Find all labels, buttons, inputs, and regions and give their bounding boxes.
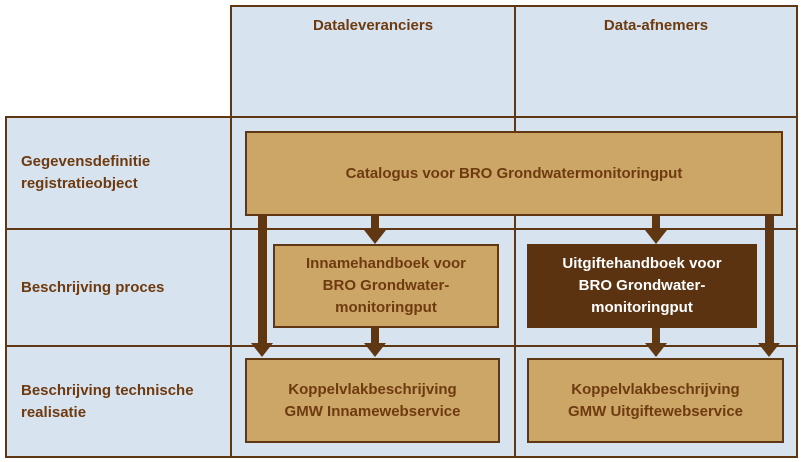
row-label-line: Gegevensdefinitie <box>21 153 151 170</box>
arrow-shaft <box>652 327 660 344</box>
box-innamehandboek: Innamehandboek voor BRO Grondwater- moni… <box>273 244 499 328</box>
row-label-line: registratieobject <box>21 175 138 192</box>
row-label-line: Beschrijving proces <box>21 278 165 296</box>
column-header-label: Dataleveranciers <box>312 17 434 34</box>
column-header-data-afnemers: Data-afnemers <box>514 5 798 118</box>
box-uitgiftehandboek: Uitgiftehandboek voor BRO Grondwater- mo… <box>527 244 757 328</box>
row-label-line: realisatie <box>21 403 87 421</box>
box-label-line: Koppelvlakbeschrijving <box>571 380 740 398</box>
box-label-line: Innamehandboek voor <box>305 255 467 272</box>
box-label-line: monitoringput <box>335 299 437 316</box>
row-label-line: Beschrijving technische <box>21 381 194 399</box>
arrow-head <box>251 343 273 357</box>
arrow-shaft <box>371 215 379 231</box>
box-koppelvlak-inname: Koppelvlakbeschrijving GMW Innamewebserv… <box>245 358 500 443</box>
box-label-line: BRO Grondwater- <box>578 277 706 294</box>
box-label-line: GMW Uitgiftewebservice <box>567 402 744 420</box>
box-label-line: monitoringput <box>591 299 693 316</box>
row-label-gegevensdefinitie-registratieobject: Gegevensdefinitie registratieobject <box>5 116 232 230</box>
row-label-beschrijving-technische-realisatie: Beschrijving technische realisatie <box>5 345 232 458</box>
column-header-dataleveranciers: Dataleveranciers <box>230 5 516 118</box>
arrow-shaft <box>371 327 379 344</box>
arrow-head <box>645 343 667 357</box>
box-koppelvlak-uitgifte: Koppelvlakbeschrijving GMW Uitgiftewebse… <box>527 358 784 443</box>
box-label-line: Koppelvlakbeschrijving <box>288 380 457 398</box>
arrow-head <box>758 343 780 357</box>
arrow-head <box>645 230 667 244</box>
arrow-shaft <box>765 215 774 344</box>
arrow-shaft <box>258 215 267 344</box>
column-header-label: Data-afnemers <box>603 17 709 34</box>
box-label-line: Uitgiftehandboek voor <box>562 255 722 272</box>
box-catalogus: Catalogus voor BRO Grondwatermonitoringp… <box>245 131 783 216</box>
row-label-beschrijving-proces: Beschrijving proces <box>5 228 232 347</box>
box-label-line: Catalogus voor BRO Grondwatermonitoringp… <box>345 164 683 182</box>
arrow-head <box>364 343 386 357</box>
box-label-line: BRO Grondwater- <box>322 277 450 294</box>
arrow-shaft <box>652 215 660 231</box>
box-label-line: GMW Innamewebservice <box>284 402 461 420</box>
arrow-head <box>364 230 386 244</box>
